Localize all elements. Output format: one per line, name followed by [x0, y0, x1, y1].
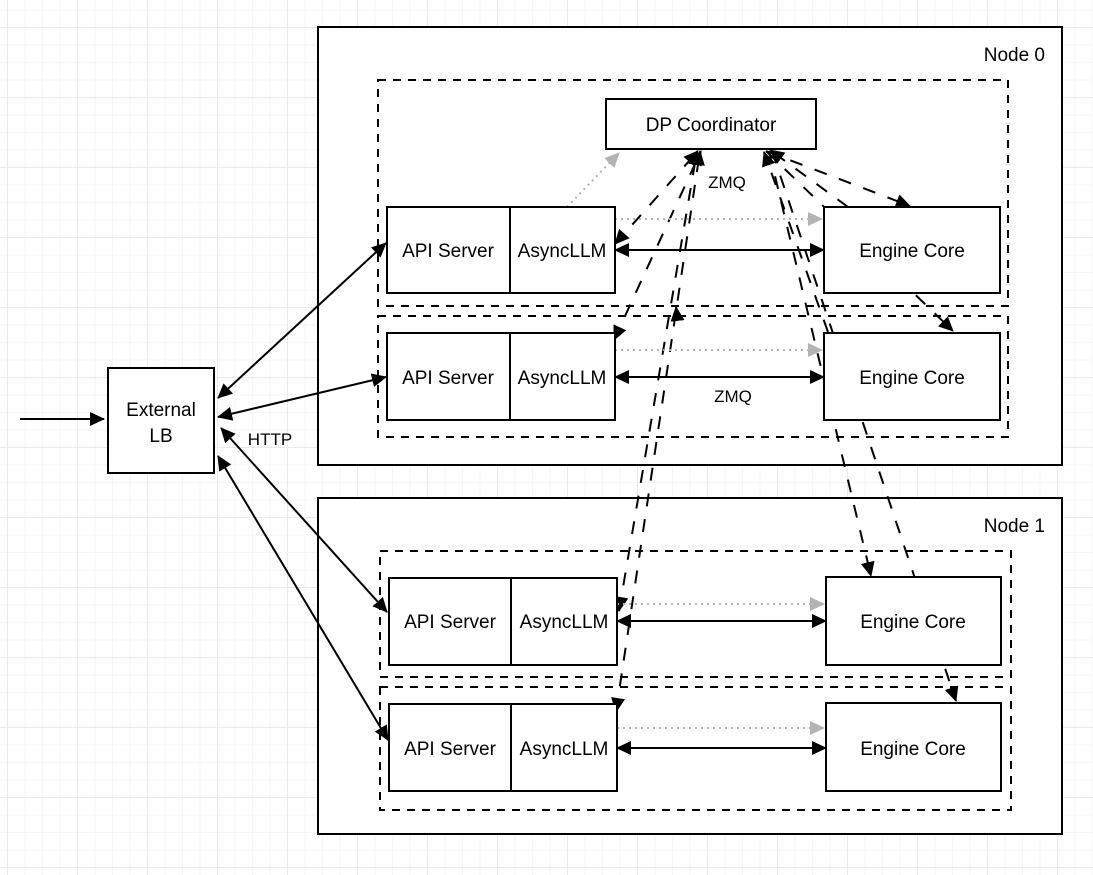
zmq-asyncllm1-2-coordinator: [611, 150, 705, 713]
api-server-label-node1-row1: API Server: [404, 612, 497, 633]
engine-core-box-node0-row2: [823, 332, 1001, 421]
handshake-asyncllm0-1-coordinator: [566, 152, 620, 208]
zmq-engine0-2-coordinator: [762, 151, 829, 333]
dp-coordinator-box: [605, 98, 817, 150]
zmq-engine0-1-coordinator: [769, 149, 849, 208]
lb-api1-2-arrow: [217, 455, 389, 741]
engine-core-label-node1-row2: Engine Core: [860, 739, 966, 760]
http-arrows: [20, 242, 389, 741]
asyncllm-box-node0-row2: [509, 332, 616, 421]
asyncllm-box-node0-row1: [509, 206, 616, 294]
engine-core-box-node1-row2: [825, 702, 1002, 792]
api-server-label-node0-row1: API Server: [402, 241, 495, 262]
api-server-label-node1-row2: API Server: [404, 739, 497, 760]
engine-core-label-node1-row1: Engine Core: [860, 612, 966, 633]
asyncllm-label-node0-row1: AsyncLLM: [518, 241, 607, 262]
lb-api0-2-arrow: [217, 373, 387, 421]
external-lb-box: [107, 367, 215, 474]
zmq-boundary-arrowhead: [670, 306, 685, 322]
api-server-box-node1-row2: [388, 703, 512, 792]
http-label: HTTP: [248, 430, 292, 449]
asyncllm-box-node1-row2: [510, 703, 618, 792]
engine-core-box-node1-row1: [825, 576, 1002, 666]
asyncllm-label-node0-row2: AsyncLLM: [518, 368, 607, 389]
zmq-coordinator-engine1-1: [768, 150, 875, 577]
api-server-label-node0-row2: API Server: [402, 368, 495, 389]
api-server-box-node1-row1: [388, 577, 512, 666]
asyncllm-box-node1-row1: [510, 577, 618, 666]
engine-core-label-node0-row2: Engine Core: [859, 368, 965, 389]
zmq-label-engine: ZMQ: [714, 387, 752, 406]
engine-core-box-node0-row1: [823, 206, 1001, 294]
asyncllm-label-node1-row1: AsyncLLM: [520, 612, 609, 633]
zmq-label-coordinator: ZMQ: [708, 173, 746, 192]
zmq-dashed-arrows: [611, 149, 959, 713]
asyncllm-label-node1-row2: AsyncLLM: [520, 739, 609, 760]
external-lb-label-line1: External: [126, 400, 196, 421]
zmq-coordinator-engine1-2: [771, 150, 959, 702]
external-lb-label-line2: LB: [149, 426, 172, 447]
node-0-label: Node 0: [984, 45, 1045, 66]
api-server-box-node0-row1: [386, 206, 511, 294]
dp-coordinator-label: DP Coordinator: [646, 115, 777, 136]
startup-handshake-dotted-arrows: [566, 152, 825, 735]
lb-api0-1-arrow: [217, 242, 387, 399]
zmq-coordinator-engine0-2: [765, 150, 954, 332]
api-server-box-node0-row2: [386, 332, 511, 421]
engine-core-label-node0-row1: Engine Core: [859, 241, 965, 262]
node-1-label: Node 1: [984, 516, 1045, 537]
